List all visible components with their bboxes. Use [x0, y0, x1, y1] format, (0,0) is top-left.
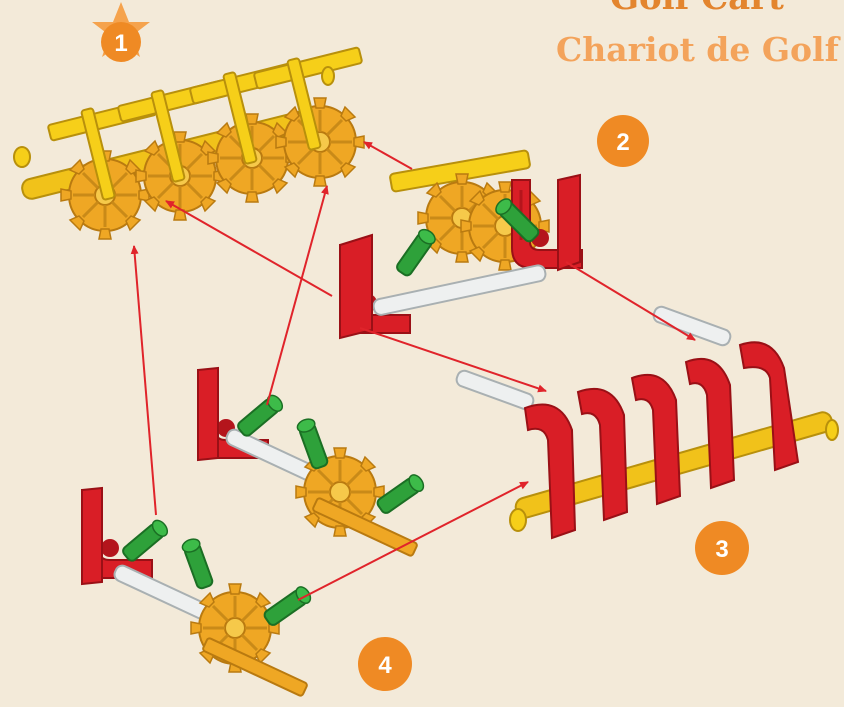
arrow-step4-lower-to-step1 [134, 246, 156, 515]
step-number-4: 4 [378, 652, 392, 679]
step1-assembly [14, 47, 364, 239]
arrow-step2-to-step3-axle [566, 262, 695, 340]
arrow-step2-to-step3 [360, 328, 546, 391]
arrow-step2-to-step1 [364, 142, 412, 169]
step4-assembly-upper [198, 368, 426, 557]
step-number-1: 1 [114, 30, 127, 57]
step-badge-2: 2 [597, 115, 649, 167]
step2-assembly [340, 150, 582, 338]
step-number-3: 3 [715, 536, 728, 563]
step3-assembly [455, 305, 838, 538]
step4-assembly-lower [82, 488, 313, 697]
step-badge-1: 1 [92, 2, 150, 62]
step-number-2: 2 [616, 129, 629, 156]
step-badge-4: 4 [358, 637, 412, 691]
step-badge-3: 3 [695, 521, 749, 575]
arrow-step2-to-step1-hub [166, 201, 332, 296]
arrow-step4-upper-to-step1 [267, 186, 327, 405]
